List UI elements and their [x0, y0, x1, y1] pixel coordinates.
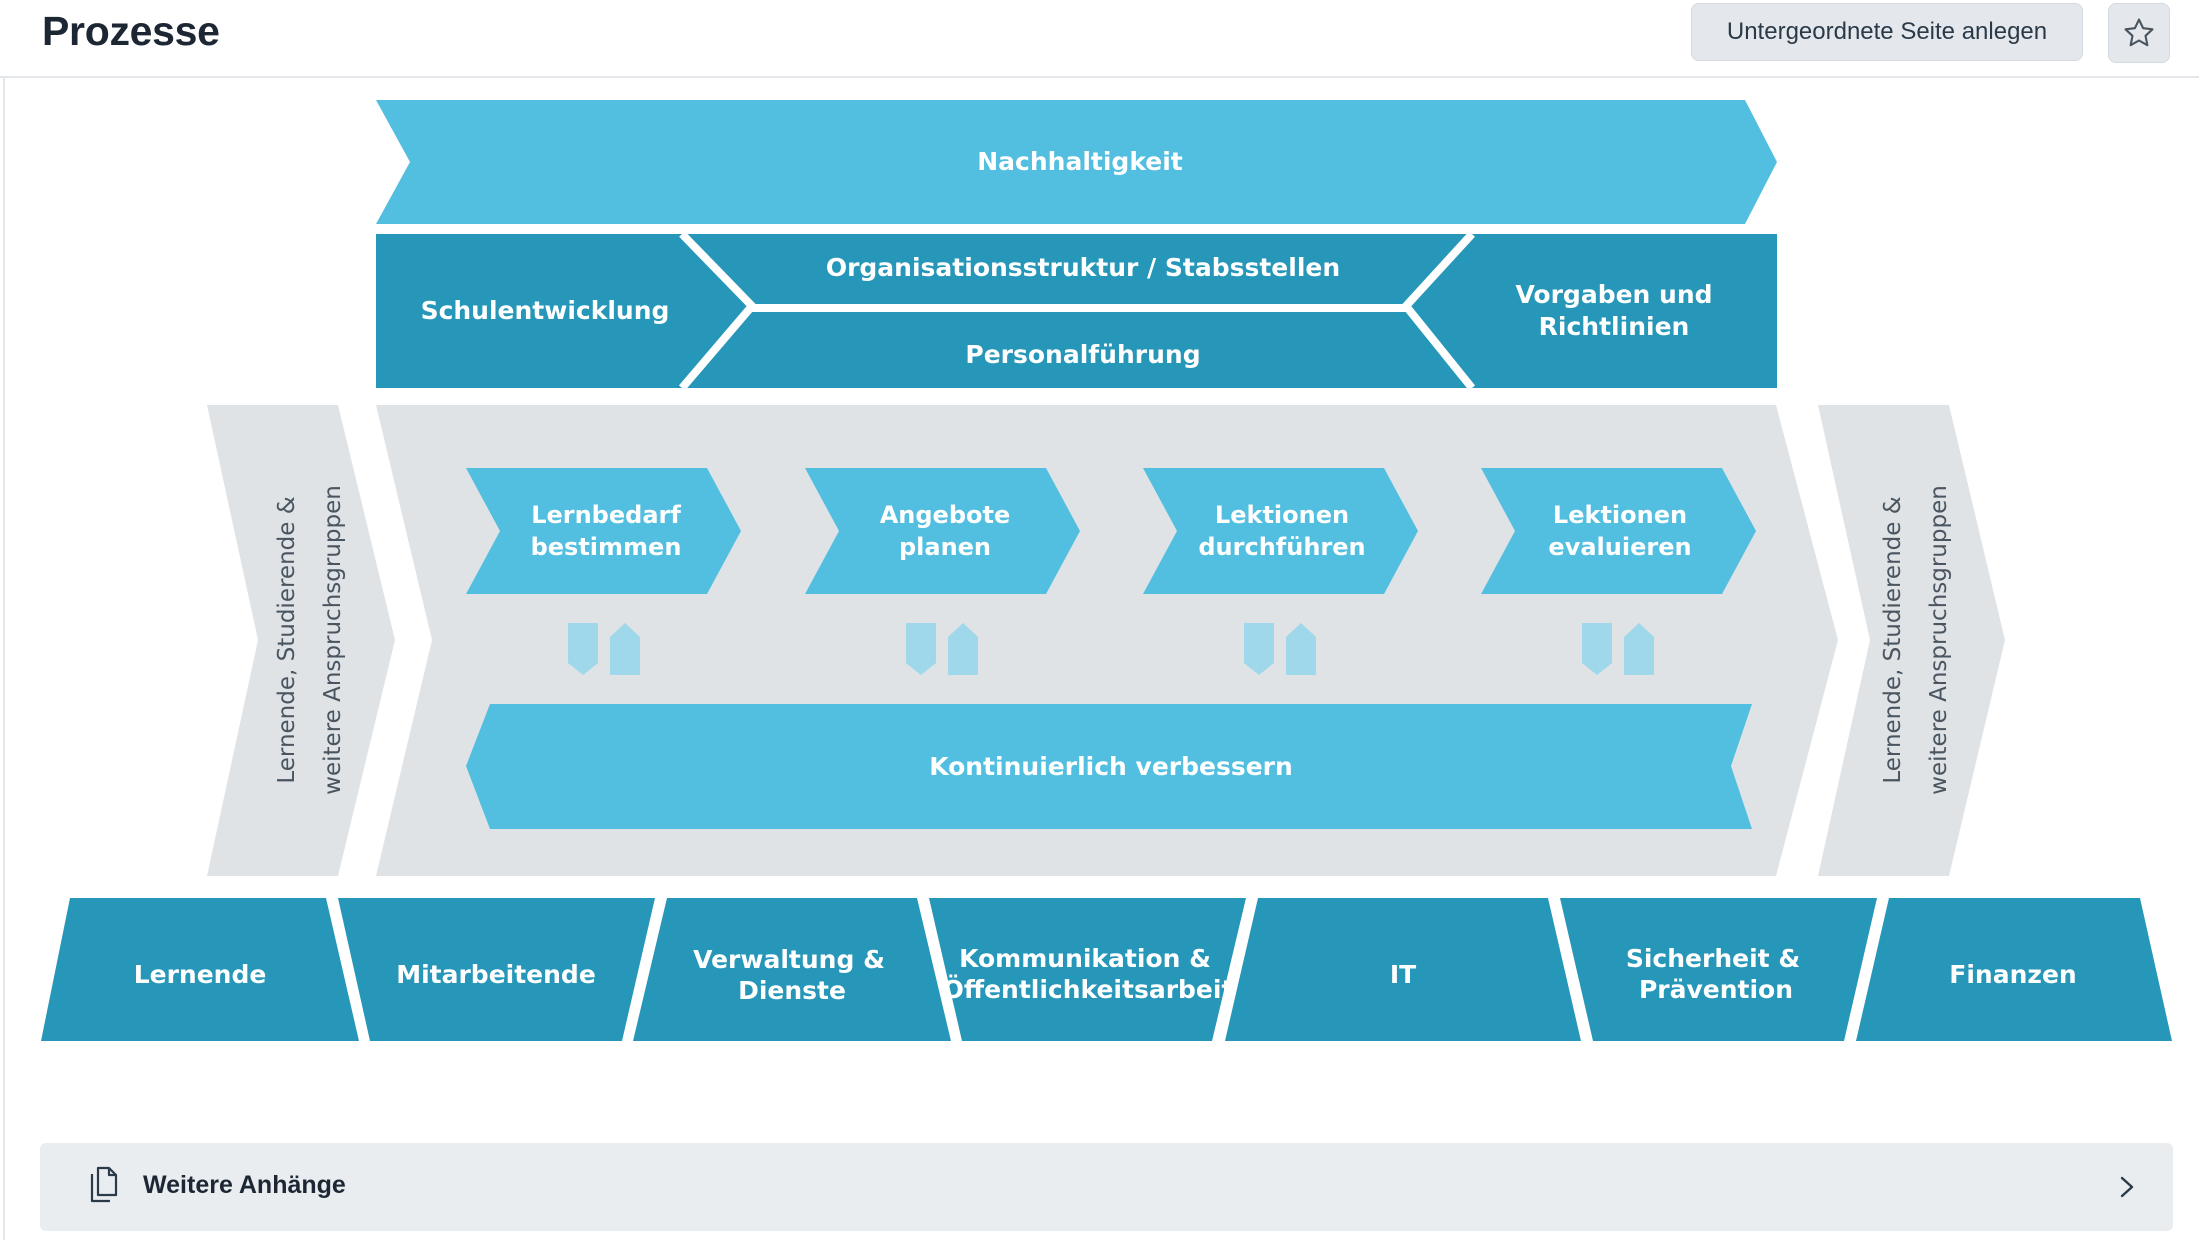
support-lernende[interactable]: Lernende: [41, 898, 359, 1041]
management-right-label-line1[interactable]: Vorgaben und: [1515, 280, 1712, 309]
support-verwaltung-line1: Verwaltung &: [693, 945, 885, 974]
support-mitarbeitende-line1: Mitarbeitende: [396, 960, 596, 989]
core-step-2[interactable]: Angebote planen: [805, 468, 1080, 594]
sustainability-banner[interactable]: Nachhaltigkeit: [376, 100, 1777, 224]
sustainability-label: Nachhaltigkeit: [977, 147, 1183, 176]
page-left-border: [3, 0, 5, 1240]
core-step-1[interactable]: Lernbedarf bestimmen: [466, 468, 741, 594]
support-kommunikation-line1: Kommunikation &: [959, 944, 1211, 973]
star-icon: [2124, 18, 2154, 47]
chevron-right-icon[interactable]: [2115, 1169, 2139, 1205]
support-verwaltung-line2: Dienste: [738, 976, 846, 1005]
core-step-4-line1: Lektionen: [1553, 501, 1687, 529]
stakeholder-input-line2: weitere Anspruchsgruppen: [320, 485, 346, 795]
support-it-line1: IT: [1390, 960, 1416, 989]
core-step-3-line1: Lektionen: [1215, 501, 1349, 529]
attachments-label: Weitere Anhänge: [143, 1171, 346, 1199]
stakeholder-output-chevron[interactable]: Lernende, Studierende & weitere Anspruch…: [1818, 405, 2005, 876]
core-step-3-line2: durchführen: [1198, 533, 1365, 561]
management-left-label[interactable]: Schulentwicklung: [421, 296, 670, 325]
stakeholder-output-line2: weitere Anspruchsgruppen: [1926, 485, 1952, 795]
support-finanzen-line1: Finanzen: [1949, 960, 2076, 989]
attachments-bar[interactable]: Weitere Anhänge: [40, 1143, 2173, 1231]
feedback-arrows-1: [568, 623, 640, 675]
support-sicherheit-line1: Sicherheit &: [1626, 944, 1800, 973]
feedback-arrows-4: [1582, 623, 1654, 675]
management-center-top-label[interactable]: Organisationsstruktur / Stabsstellen: [826, 253, 1340, 282]
continuous-improvement-bar[interactable]: Kontinuierlich verbessern: [466, 704, 1752, 829]
support-verwaltung[interactable]: Verwaltung & Dienste: [633, 898, 951, 1041]
support-kommunikation[interactable]: Kommunikation & Öffentlichkeitsarbeit: [929, 898, 1246, 1041]
support-kommunikation-line2: Öffentlichkeitsarbeit: [943, 974, 1234, 1004]
support-finanzen[interactable]: Finanzen: [1856, 898, 2172, 1041]
stakeholder-output-line1: Lernende, Studierende &: [1880, 496, 1906, 783]
feedback-arrows-3: [1244, 623, 1316, 675]
management-row: Schulentwicklung Organisationsstruktur /…: [376, 231, 1777, 391]
support-it[interactable]: IT: [1225, 898, 1581, 1041]
core-step-3[interactable]: Lektionen durchführen: [1143, 468, 1418, 594]
core-step-1-line2: bestimmen: [531, 533, 682, 561]
create-subpage-button[interactable]: Untergeordnete Seite anlegen: [1691, 3, 2083, 61]
stakeholder-input-line1: Lernende, Studierende &: [274, 496, 300, 783]
management-right-label-line2[interactable]: Richtlinien: [1539, 312, 1690, 341]
support-mitarbeitende[interactable]: Mitarbeitende: [338, 898, 655, 1041]
stakeholder-input-chevron[interactable]: Lernende, Studierende & weitere Anspruch…: [207, 405, 395, 876]
document-copy-icon: [90, 1166, 118, 1203]
core-step-2-line2: planen: [899, 533, 991, 561]
page-title: Prozesse: [42, 8, 220, 54]
support-sicherheit-line2: Prävention: [1639, 975, 1793, 1004]
core-step-4-line2: evaluieren: [1548, 533, 1691, 561]
management-center-bottom-label[interactable]: Personalführung: [965, 340, 1200, 369]
core-step-2-line1: Angebote: [880, 501, 1011, 529]
support-sicherheit[interactable]: Sicherheit & Prävention: [1560, 898, 1877, 1041]
feedback-arrows-2: [906, 623, 978, 675]
support-lernende-line1: Lernende: [134, 960, 267, 989]
continuous-improvement-label: Kontinuierlich verbessern: [929, 752, 1293, 781]
core-step-4[interactable]: Lektionen evaluieren: [1481, 468, 1756, 594]
core-step-1-line1: Lernbedarf: [531, 501, 681, 529]
favorite-button[interactable]: [2108, 3, 2170, 63]
page-header: Prozesse Untergeordnete Seite anlegen: [0, 0, 2199, 78]
